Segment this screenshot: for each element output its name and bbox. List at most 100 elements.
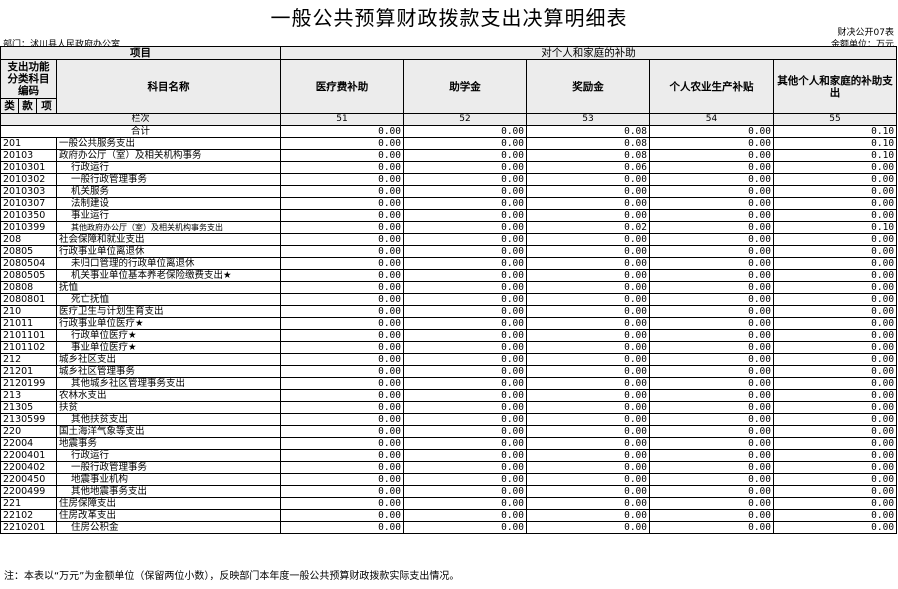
amount-cell: 0.00: [403, 149, 527, 162]
lanci-label: 栏次: [0, 113, 281, 126]
amount-cell: 0.10: [772, 221, 898, 234]
footnote: 注：本表以“万元”为金额单位（保留两位小数），反映部门本年度一般公共预算财政拨款…: [4, 571, 460, 582]
amount-cell: 0.00: [403, 473, 527, 486]
subject-code: 2200402: [0, 461, 57, 474]
amount-cell: 0.00: [772, 317, 898, 330]
amount-cell: 0.00: [649, 269, 774, 282]
amount-cell: 0.00: [403, 185, 527, 198]
amount-cell: 0.02: [526, 221, 650, 234]
total-value-2: 0.00: [403, 125, 527, 138]
subject-code: 20103: [0, 149, 57, 162]
amount-cell: 0.00: [280, 377, 404, 390]
amount-cell: 0.00: [772, 233, 898, 246]
amount-cell: 0.00: [526, 473, 650, 486]
amount-cell: 0.00: [403, 485, 527, 498]
col-header-3: 奖励金: [526, 59, 650, 114]
amount-cell: 0.00: [772, 449, 898, 462]
subject-code: 2010302: [0, 173, 57, 186]
subject-name: 其他扶贫支出: [56, 413, 281, 426]
department-label: 部门：沭川县人民政府办公室: [3, 40, 121, 50]
amount-cell: 0.00: [526, 521, 650, 534]
amount-cell: 0.00: [403, 413, 527, 426]
form-code: 财决公开07表: [837, 28, 894, 38]
amount-cell: 0.00: [280, 329, 404, 342]
total-value-5: 0.10: [772, 125, 898, 138]
amount-cell: 0.00: [280, 245, 404, 258]
amount-cell: 0.00: [772, 413, 898, 426]
subject-name: 住房公积金: [56, 521, 281, 534]
amount-cell: 0.00: [526, 425, 650, 438]
amount-cell: 0.00: [649, 197, 774, 210]
subject-name: 地震事务: [56, 437, 281, 450]
subject-name: 城乡社区管理事务: [56, 365, 281, 378]
subject-code: 2080801: [0, 293, 57, 306]
amount-cell: 0.00: [403, 389, 527, 402]
amount-cell: 0.00: [772, 425, 898, 438]
amount-cell: 0.00: [772, 209, 898, 222]
amount-cell: 0.00: [280, 521, 404, 534]
subject-name: 机关事业单位基本养老保险缴费支出★: [56, 269, 281, 282]
subject-code: 2010399: [0, 221, 57, 234]
kuan-header: 款: [18, 98, 37, 114]
subject-name: 事业运行: [56, 209, 281, 222]
subject-name: 农林水支出: [56, 389, 281, 402]
amount-cell: 0.00: [649, 509, 774, 522]
amount-cell: 0.00: [772, 353, 898, 366]
amount-cell: 0.00: [280, 269, 404, 282]
amount-cell: 0.00: [403, 293, 527, 306]
amount-cell: 0.00: [772, 245, 898, 258]
subject-name: 死亡抚恤: [56, 293, 281, 306]
col-header-5: 其他个人和家庭的补助支出: [772, 59, 898, 114]
amount-cell: 0.00: [526, 437, 650, 450]
subject-name: 一般公共服务支出: [56, 137, 281, 150]
amount-cell: 0.08: [526, 149, 650, 162]
project-header: 项目: [0, 46, 281, 60]
subject-code: 208: [0, 233, 57, 246]
subject-name: 行政单位医疗★: [56, 329, 281, 342]
subject-name: 未归口管理的行政单位离退休: [56, 257, 281, 270]
amount-cell: 0.00: [280, 485, 404, 498]
amount-cell: 0.00: [772, 485, 898, 498]
amount-cell: 0.00: [280, 353, 404, 366]
amount-cell: 0.00: [403, 221, 527, 234]
amount-cell: 0.00: [403, 269, 527, 282]
amount-cell: 0.00: [772, 305, 898, 318]
amount-cell: 0.00: [403, 461, 527, 474]
subject-name: 扶贫: [56, 401, 281, 414]
subject-name: 其他政府办公厅（室）及相关机构事务支出: [56, 221, 281, 234]
amount-cell: 0.00: [280, 461, 404, 474]
subject-name: 一般行政管理事务: [56, 173, 281, 186]
amount-cell: 0.00: [280, 365, 404, 378]
subject-code: 2080504: [0, 257, 57, 270]
col-header-2: 助学金: [403, 59, 527, 114]
amount-cell: 0.00: [526, 317, 650, 330]
amount-cell: 0.00: [649, 461, 774, 474]
subject-name: 行政运行: [56, 161, 281, 174]
amount-cell: 0.00: [280, 341, 404, 354]
amount-cell: 0.00: [772, 185, 898, 198]
subject-name: 其他城乡社区管理事务支出: [56, 377, 281, 390]
amount-cell: 0.00: [280, 305, 404, 318]
amount-cell: 0.00: [649, 329, 774, 342]
amount-cell: 0.00: [403, 245, 527, 258]
amount-cell: 0.00: [403, 329, 527, 342]
amount-cell: 0.00: [649, 293, 774, 306]
amount-cell: 0.00: [403, 305, 527, 318]
amount-cell: 0.00: [526, 353, 650, 366]
amount-cell: 0.00: [403, 317, 527, 330]
amount-cell: 0.00: [772, 161, 898, 174]
